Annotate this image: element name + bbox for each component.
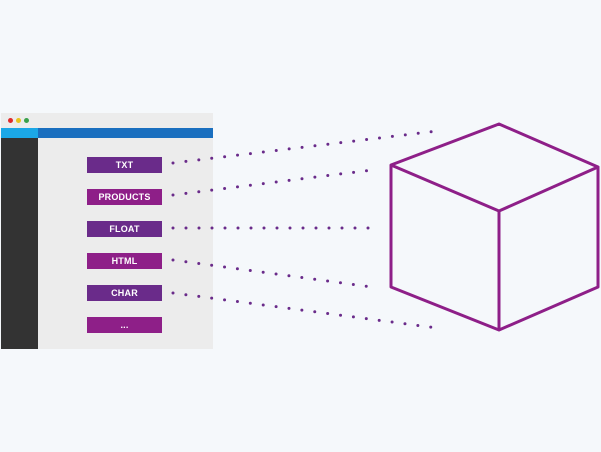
- field-label-html[interactable]: HTML: [87, 253, 162, 269]
- tab-bar: [1, 128, 213, 138]
- browser-window: [1, 113, 213, 349]
- cube-top-face: [389, 122, 600, 213]
- connector-char: [171, 291, 439, 330]
- active-tab[interactable]: [1, 128, 38, 138]
- close-dot[interactable]: [8, 118, 13, 123]
- sidebar: [1, 138, 38, 349]
- field-label-more[interactable]: ...: [87, 317, 162, 333]
- field-label-txt[interactable]: TXT: [87, 157, 162, 173]
- field-label-char[interactable]: CHAR: [87, 285, 162, 301]
- field-label-float[interactable]: FLOAT: [87, 221, 162, 237]
- minimize-dot[interactable]: [16, 118, 21, 123]
- cube-outline: [389, 165, 600, 332]
- window-title-bar: [1, 113, 213, 128]
- field-label-products[interactable]: PRODUCTS: [87, 189, 162, 205]
- connector-txt: [171, 129, 439, 165]
- maximize-dot[interactable]: [24, 118, 29, 123]
